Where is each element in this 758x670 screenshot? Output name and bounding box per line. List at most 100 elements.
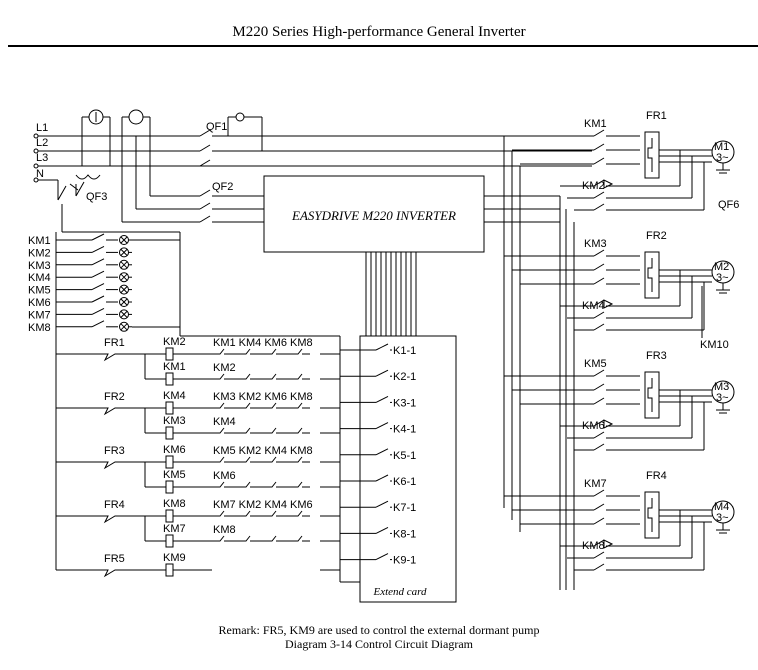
coil-symbol [165,509,174,523]
qf3-breaker: QF3 [69,181,107,203]
coil-symbol [165,372,174,386]
contact-label: K5-1 [393,450,416,462]
contact-label: K9-1 [393,555,416,567]
indicator-lamp: KM2 [28,245,132,259]
contact-label: K2-1 [393,371,416,383]
qf2-breaker: QF2 [122,136,264,223]
extend-card-contact: K8-1 [340,526,416,540]
coil-symbol [165,401,174,415]
interlock-label: KM3 KM2 KM6 KM8 [213,391,313,403]
contact-label: K7-1 [393,502,416,514]
lamp-label: KM4 [28,272,51,284]
inverter-box [263,175,485,253]
extend-card-contact: K4-1 [340,422,416,436]
rung-relay-label: FR5 [104,553,125,565]
qf3-label: QF3 [86,191,107,203]
aux-triangle-icon [603,419,614,429]
rung-relay-label: FR3 [104,445,125,457]
interlock-label: KM8 [213,524,236,536]
extend-card-contact: K1-1 [340,343,416,357]
overload-relay-box [644,491,660,539]
indicator-lamp: KM6 [28,295,132,309]
voltmeter-icon [128,109,144,125]
control-rung: FR5 KM9 [56,552,340,578]
lamp-label: KM2 [28,247,51,259]
figure-caption: Remark: FR5, KM9 are used to control the… [0,623,758,651]
extend-card-contact: K7-1 [340,500,416,514]
coil-label: KM8 [163,498,186,510]
inverter-label: EASYDRIVE M220 INVERTER [291,208,456,223]
coil-label: KM9 [163,552,186,564]
indicator-lamp: KM8 [28,320,132,334]
indicator-lamp: KM4 [28,270,132,284]
header-rule [8,45,758,47]
coil-label: KM6 [163,444,186,456]
rung-relay-label: FR2 [104,391,125,403]
overload-label: FR2 [646,230,667,242]
caption-title: Diagram 3-14 Control Circuit Diagram [285,637,473,651]
caption-remark: Remark: FR5, KM9 are used to control the… [218,623,540,637]
overload-relay-box [644,131,660,179]
overload-relay-box [644,371,660,419]
coil-symbol [165,534,174,548]
motor-label: M4 [714,501,729,513]
extend-card-contact: K9-1 [340,553,416,567]
interlock-label: KM4 [213,416,236,428]
overload-label: FR1 [646,110,667,122]
contact-label: K6-1 [393,476,416,488]
lamp-label: KM7 [28,309,51,321]
motor-label: M1 [714,141,729,153]
indicator-lamp: KM3 [28,258,132,272]
contactor-a-label: KM3 [584,238,607,250]
interlock-label: KM1 KM4 KM6 KM8 [213,337,313,349]
rung-relay-label: FR4 [104,499,125,511]
indicator-lamp: KM5 [28,283,132,297]
lamp-label: KM1 [28,235,51,247]
motor-phase-label: 3~ [716,392,729,404]
inverter-block: EASYDRIVE M220 INVERTER [263,175,575,590]
overload-relay-box [644,251,660,299]
coil-symbol [165,426,174,440]
contact-label: K4-1 [393,424,416,436]
qf1-breaker: QF1 [199,112,592,167]
motor-phase-label: 3~ [716,512,729,524]
coil-label: KM7 [163,523,186,535]
rung-relay-label: FR1 [104,337,125,349]
lamp-label: KM8 [28,322,51,334]
indicator-lamp: KM1 [28,233,132,247]
aux-triangle-icon [603,179,614,189]
extend-card-contact: K6-1 [340,474,416,488]
coil-label: KM5 [163,469,186,481]
coil-label: KM3 [163,415,186,427]
phase-label-n: N [36,168,44,180]
interlock-label: KM6 [213,470,236,482]
indicator-lamp: KM7 [28,307,132,321]
extend-card-box [359,335,457,603]
interlock-label: KM5 KM2 KM4 KM8 [213,445,313,457]
extend-card-contact: K5-1 [340,448,416,462]
interlock-label: KM2 [213,362,236,374]
motor-label: M2 [714,261,729,273]
coil-symbol [165,347,174,361]
extend-card-contact: K3-1 [340,395,416,409]
motor-label: M3 [714,381,729,393]
km10-label: KM10 [700,339,729,351]
contact-label: K8-1 [393,528,416,540]
contactor-a-label: KM7 [584,478,607,490]
page-title: M220 Series High-performance General Inv… [232,24,526,40]
feeders [503,136,521,532]
coil-symbol [165,563,174,577]
extend-card: Extend card K1-1K2-1K3-1K4-1K5-1K6-1K7-1… [339,335,457,603]
